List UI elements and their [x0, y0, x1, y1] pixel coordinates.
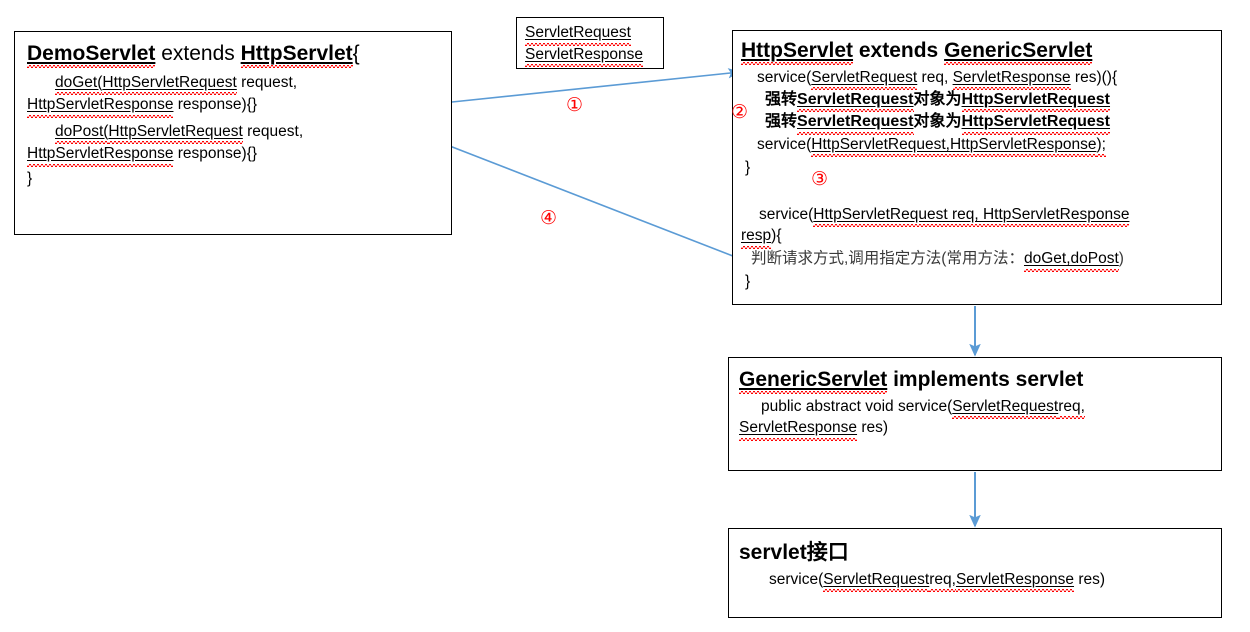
demo-servlet-doget-line1: doGet(HttpServletRequest request, — [27, 73, 439, 95]
http-service-close-brace: } — [745, 159, 751, 177]
demo-servlet-doget-line2: HttpServletResponse response){} — [27, 95, 439, 118]
generic-servlet-title-keyword: implements servlet — [887, 368, 1084, 391]
cast1-from-type: ServletRequest — [797, 89, 914, 113]
cast2-from-type: ServletRequest — [797, 111, 914, 135]
si-param-res-type: ServletResponse — [955, 570, 1075, 592]
http-cast-line-1: 强转ServletRequest对象为HttpServletRequest — [741, 89, 1213, 113]
demo-servlet-dopost-line2: HttpServletResponse response){} — [27, 144, 439, 167]
http-doservice-signature-line1: service(HttpServletRequest req, HttpServ… — [741, 205, 1213, 228]
step-marker-2: ② — [731, 101, 749, 123]
comment-text: 判断请求方式,调用指定方法(常用方法： — [751, 250, 1024, 268]
cast2-verb: 强转 — [765, 113, 798, 131]
generic-service-param-res-name: res) — [857, 419, 889, 437]
note-servlet-request-text: ServletRequest — [525, 23, 631, 46]
doservice-call: service( — [759, 205, 814, 223]
http-doservice-close-brace: } — [745, 272, 751, 290]
http-servlet-title-class: HttpServlet — [741, 39, 854, 65]
http-service-param-req-type: ServletRequest — [811, 68, 917, 90]
servlet-interface-box: servlet接口 service(ServletRequest req, Se… — [728, 528, 1222, 618]
doservice-params: HttpServletRequest req, HttpServletRespo… — [813, 205, 1130, 228]
delegate-args: HttpServletRequest,HttpServletResponse — [811, 135, 1097, 157]
cast2-to-type: HttpServletRequest — [961, 111, 1111, 135]
si-param-req-name: req, — [929, 570, 956, 592]
dopost-param-req-type: HttpServletRequest — [108, 122, 244, 144]
demo-servlet-title-class: DemoServlet — [27, 42, 156, 68]
doget-param-req-name: request, — [236, 73, 298, 91]
dopost-call: doPost( — [55, 122, 109, 144]
http-servlet-title: HttpServlet extends GenericServlet — [741, 39, 1213, 65]
step-marker-3: ③ — [811, 168, 829, 190]
doget-param-res-type: HttpServletResponse — [27, 95, 174, 118]
dopost-param-res-name: response){} — [173, 145, 258, 163]
http-servlet-title-super: GenericServlet — [944, 39, 1093, 65]
http-service-delegate-call: service(HttpServletRequest,HttpServletRe… — [741, 135, 1213, 157]
demo-servlet-title-keyword: extends — [161, 42, 235, 65]
demo-servlet-title-brace: { — [352, 42, 360, 65]
http-servlet-box: HttpServlet extends GenericServlet servi… — [732, 30, 1222, 305]
cast2-mid: 对象为 — [913, 113, 962, 131]
si-service-call: service( — [769, 570, 824, 588]
http-service-param-req-name: req, — [917, 68, 953, 86]
generic-service-signature-line1: public abstract void service(ServletRequ… — [739, 397, 1211, 419]
si-param-req-type: ServletRequest — [823, 570, 929, 592]
delegate-call: service( — [757, 135, 812, 153]
step-marker-1: ① — [566, 94, 584, 116]
note-servlet-response-text: ServletResponse — [525, 45, 644, 67]
http-service-param-res-type: ServletResponse — [952, 68, 1071, 90]
cast1-to-type: HttpServletRequest — [961, 89, 1111, 113]
servlet-req-res-note-box: ServletRequest ServletResponse — [516, 17, 664, 69]
demo-servlet-title: DemoServlet extends HttpServlet{ — [27, 42, 439, 68]
servlet-interface-title-suffix: 接口 — [806, 541, 849, 564]
generic-servlet-title-class: GenericServlet — [739, 368, 888, 394]
http-doservice-signature-line2: resp){ — [741, 226, 1213, 249]
doget-call: doGet( — [55, 73, 103, 95]
generic-servlet-box: GenericServlet implements servlet public… — [728, 357, 1222, 471]
http-doservice-comment: 判断请求方式,调用指定方法(常用方法：doGet,doPost) — [741, 249, 1213, 272]
doget-param-res-name: response){} — [173, 96, 258, 114]
note-servlet-response: ServletResponse — [525, 45, 663, 67]
generic-service-call: public abstract void service( — [761, 397, 953, 415]
http-cast-line-2: 强转ServletRequest对象为HttpServletRequest — [741, 111, 1213, 135]
http-service-signature: service(ServletRequest req, ServletRespo… — [741, 68, 1213, 90]
generic-service-param-res-type: ServletResponse — [739, 418, 858, 441]
step-marker-4: ④ — [540, 207, 558, 229]
generic-service-param-req-name: req, — [1058, 397, 1085, 419]
note-servlet-request: ServletRequest — [525, 23, 663, 46]
comment-methods: doGet,doPost — [1023, 249, 1119, 272]
doget-param-req-type: HttpServletRequest — [102, 73, 238, 95]
doservice-open-brace: ){ — [771, 227, 782, 245]
demo-servlet-dopost-line1: doPost(HttpServletRequest request, — [27, 122, 439, 144]
comment-close: ) — [1118, 250, 1124, 268]
http-service-call: service( — [757, 68, 812, 86]
demo-servlet-box: DemoServlet extends HttpServlet{ doGet(H… — [14, 31, 452, 235]
dopost-param-req-name: request, — [242, 122, 304, 140]
servlet-interface-title-name: servlet — [739, 541, 807, 564]
generic-service-param-req-type: ServletRequest — [952, 397, 1058, 419]
servlet-interface-title: servlet接口 — [739, 541, 1211, 565]
cast1-verb: 强转 — [765, 91, 798, 109]
http-servlet-title-keyword: extends — [853, 39, 945, 62]
generic-servlet-title: GenericServlet implements servlet — [739, 368, 1211, 394]
doservice-resp-name: resp — [741, 226, 772, 249]
http-service-param-res-name: res)(){ — [1070, 68, 1118, 86]
delegate-end: ); — [1096, 135, 1107, 157]
si-param-res-name: res) — [1074, 570, 1106, 588]
dopost-param-res-type: HttpServletResponse — [27, 144, 174, 167]
servlet-interface-service-signature: service(ServletRequest req, ServletRespo… — [739, 570, 1211, 592]
demo-servlet-title-super: HttpServlet — [240, 42, 353, 68]
demo-servlet-close-brace: } — [27, 169, 33, 187]
arrow-1-demo-to-httpservlet — [451, 68, 741, 103]
cast1-mid: 对象为 — [913, 91, 962, 109]
generic-service-signature-line2: ServletResponse res) — [739, 418, 1211, 441]
